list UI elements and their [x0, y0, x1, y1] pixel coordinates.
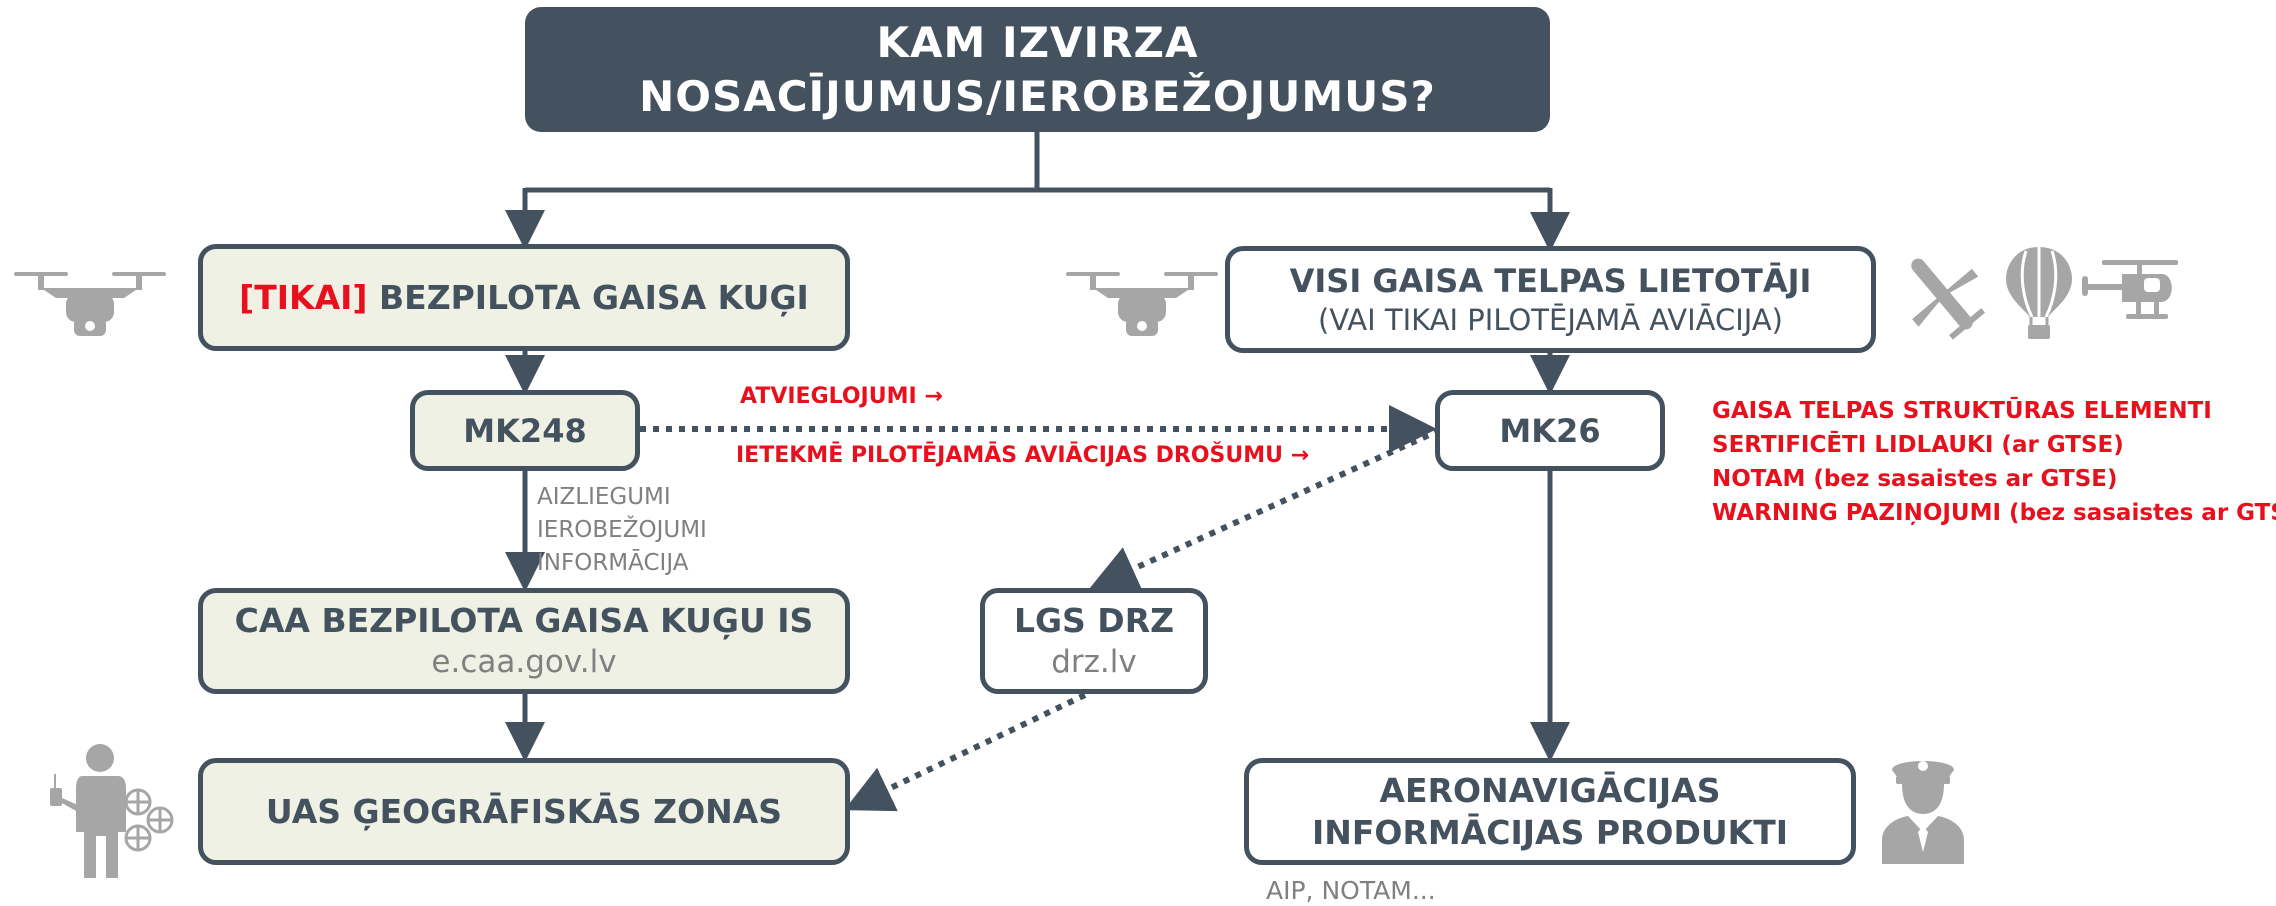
lgs-drz-url: drz.lv: [1051, 644, 1137, 680]
dotted-arrow-mk26-to-lgs: [1089, 427, 1442, 592]
title-line-2: NOSACĪJUMUS/IEROBEŽOJUMUS?: [639, 71, 1436, 121]
uas-only-box: [TIKAI] BEZPILOTA GAISA KUĢI: [198, 244, 850, 351]
uas-only-prefix: [TIKAI]: [239, 278, 368, 317]
label-information: INFORMĀCIJA: [537, 550, 689, 576]
label-bans: AIZLIEGUMI: [537, 484, 671, 510]
mk248-arrow-labels: AIZLIEGUMI IEROBEŽOJUMI INFORMĀCIJA: [537, 481, 707, 580]
mk26-items-list: GAISA TELPAS STRUKTŪRAS ELEMENTI SERTIFI…: [1712, 394, 2276, 530]
lgs-drz-box: LGS DRZ drz.lv: [980, 588, 1208, 694]
aip-box-line-1: AERONAVIGĀCIJAS: [1379, 770, 1721, 810]
mk26-label: MK26: [1499, 411, 1601, 450]
diagram-title: KAM IZVIRZA NOSACĪJUMUS/IEROBEŽOJUMUS?: [525, 7, 1550, 132]
drone-icon: [14, 272, 166, 336]
caa-is-title: CAA BEZPILOTA GAISA KUĢU IS: [234, 601, 814, 640]
aip-note: AIP, NOTAM...: [1266, 876, 1436, 905]
impact-label: IETEKMĒ PILOTĒJAMĀS AVIĀCIJAS DROŠUMU →: [736, 443, 1310, 468]
dotted-arrow-lgs-to-zones: [844, 692, 1087, 812]
airline-pilot-icon: [1882, 761, 1964, 864]
caa-is-box: CAA BEZPILOTA GAISA KUĢU IS e.caa.gov.lv: [198, 588, 850, 694]
list-item: NOTAM (bez sasaistes ar GTSE): [1712, 466, 2118, 492]
mk26-box: MK26: [1435, 390, 1665, 471]
uas-zones-label: UAS ĢEOGRĀFISKĀS ZONAS: [265, 792, 783, 831]
uas-only-label: BEZPILOTA GAISA KUĢI: [379, 278, 809, 317]
relief-label: ATVIEGLOJUMI →: [740, 384, 943, 409]
uas-zones-box: UAS ĢEOGRĀFISKĀS ZONAS: [198, 758, 850, 865]
mk248-label: MK248: [463, 411, 587, 450]
drone-pilot-icon: [50, 744, 174, 878]
all-users-subtitle: (VAI TIKAI PILOTĒJAMĀ AVIĀCIJA): [1318, 302, 1783, 337]
list-item: SERTIFICĒTI LIDLAUKI (ar GTSE): [1712, 432, 2124, 458]
list-item: WARNING PAZIŅOJUMI (bez sasaistes ar GTS…: [1712, 500, 2276, 526]
title-split-connector: [525, 132, 1550, 193]
lgs-drz-title: LGS DRZ: [1013, 601, 1175, 640]
hot-air-balloon-icon: [2006, 247, 2072, 339]
drone-icon: [1066, 272, 1218, 336]
mk248-box: MK248: [410, 390, 640, 471]
aeronautical-info-box: AERONAVIGĀCIJAS INFORMĀCIJAS PRODUKTI: [1244, 758, 1856, 865]
caa-is-url: e.caa.gov.lv: [431, 644, 617, 680]
list-item: GAISA TELPAS STRUKTŪRAS ELEMENTI: [1712, 398, 2212, 424]
label-restrictions: IEROBEŽOJUMI: [537, 517, 707, 543]
aip-box-line-2: INFORMĀCIJAS PRODUKTI: [1311, 812, 1789, 852]
title-line-1: KAM IZVIRZA: [876, 17, 1199, 67]
airplane-icon: [1911, 258, 1986, 340]
helicopter-icon: [2082, 260, 2178, 319]
all-airspace-users-box: VISI GAISA TELPAS LIETOTĀJI (VAI TIKAI P…: [1225, 246, 1876, 353]
all-users-title: VISI GAISA TELPAS LIETOTĀJI: [1289, 261, 1812, 300]
